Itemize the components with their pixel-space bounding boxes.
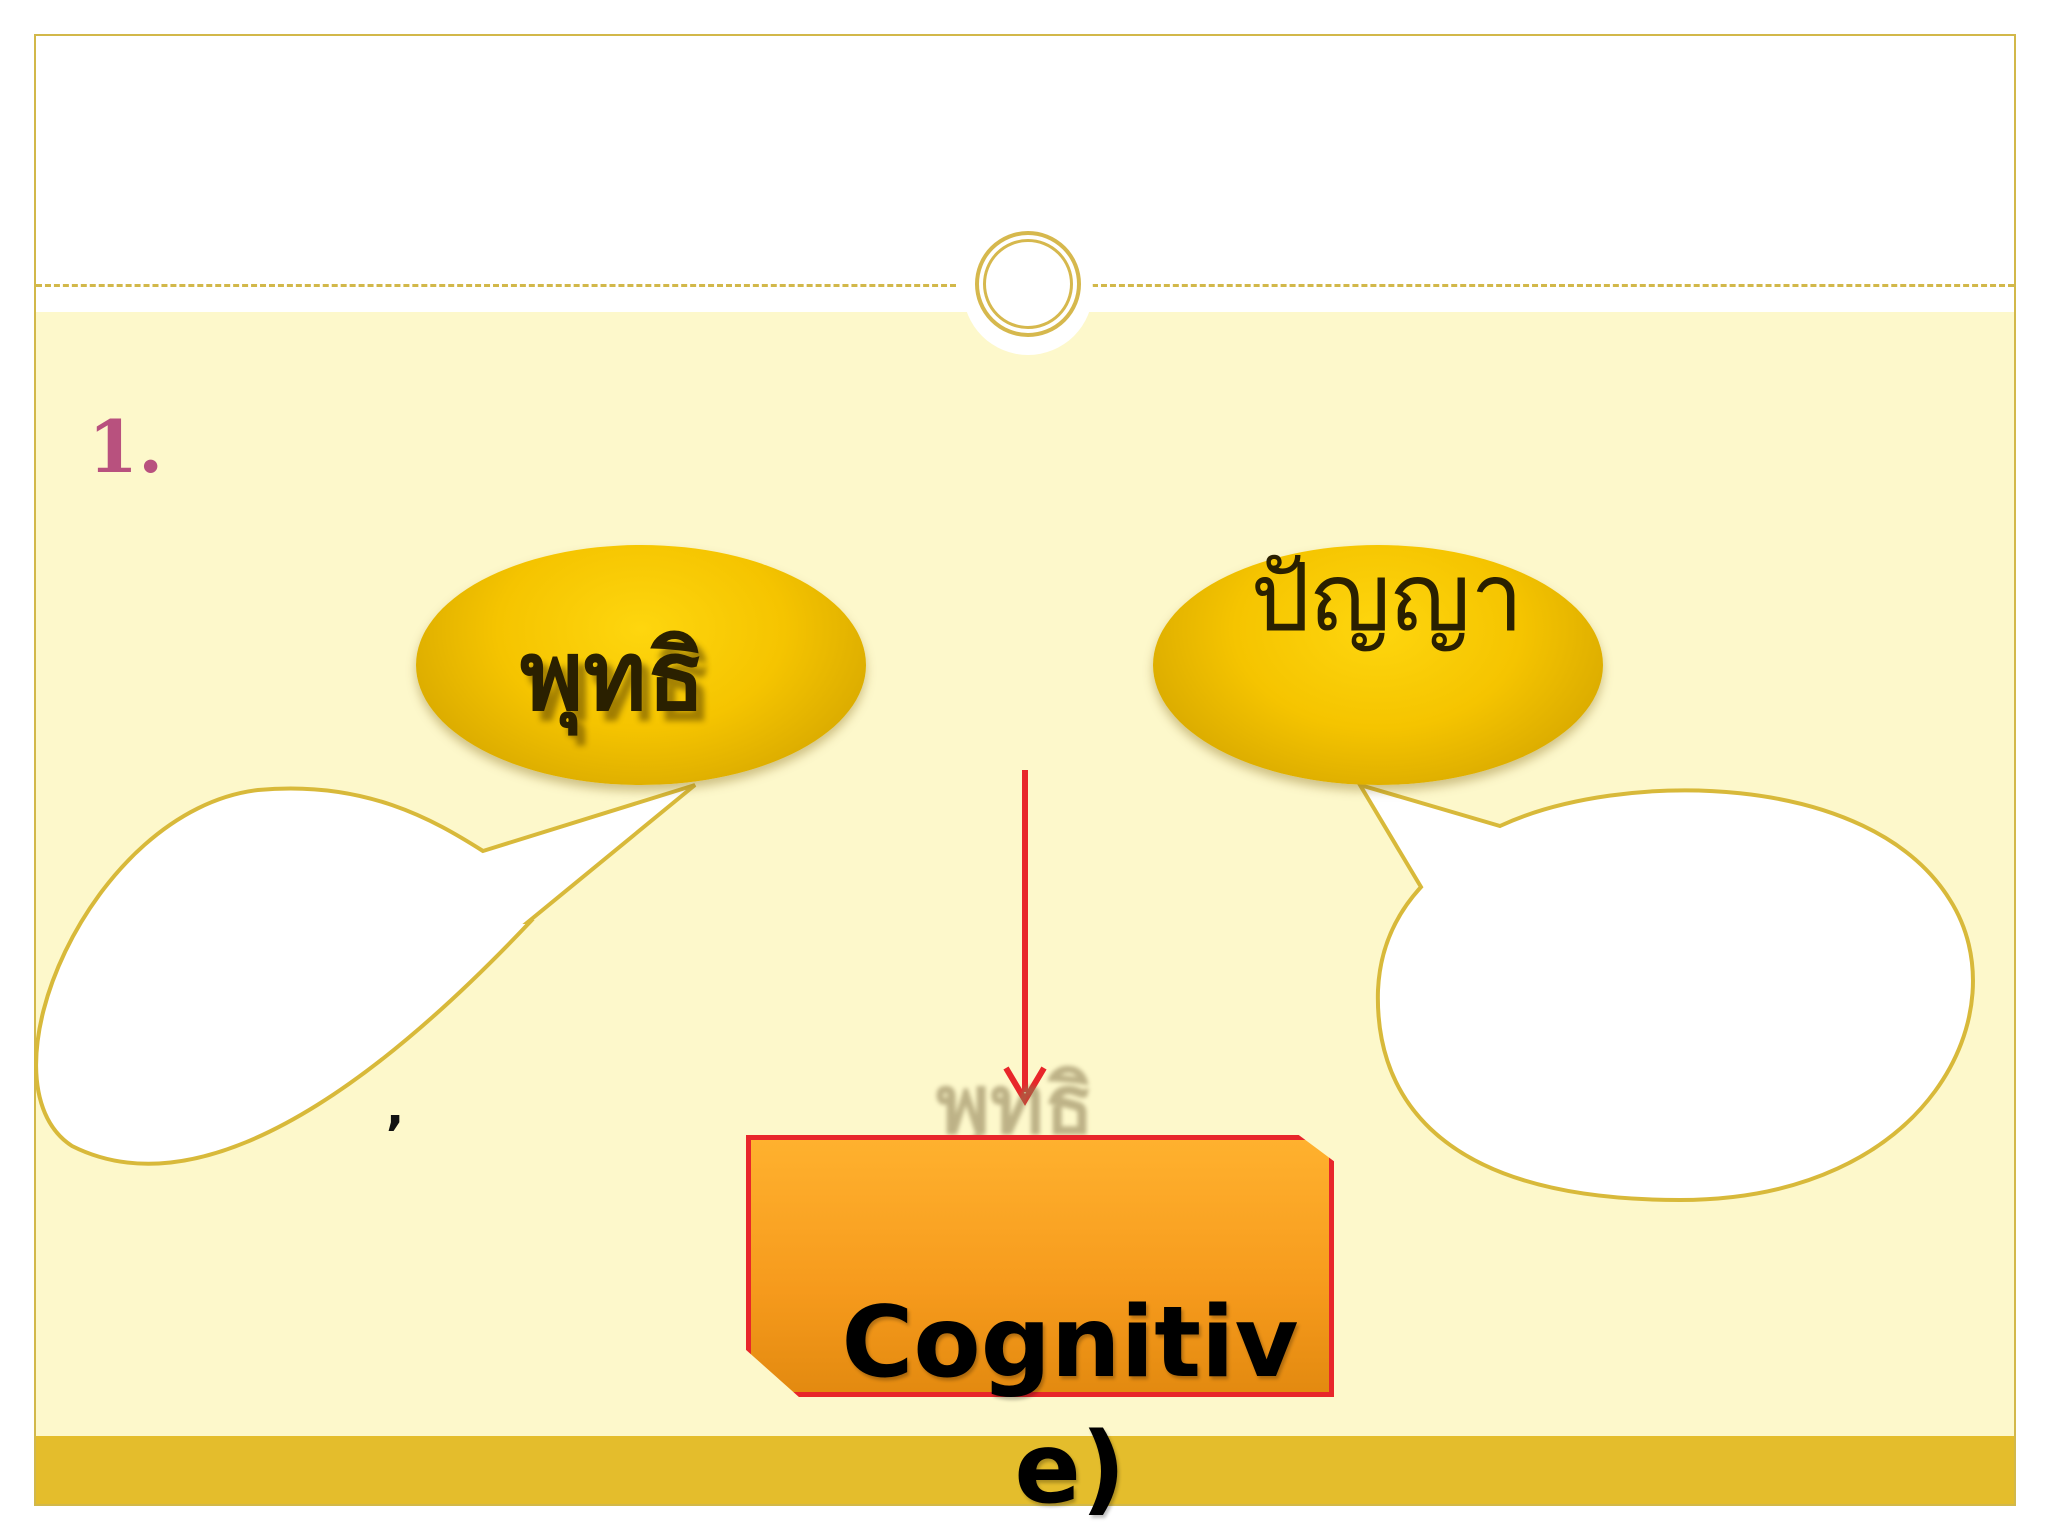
cognitive-box-label: Cognitive) xyxy=(841,1286,1299,1526)
footer-band xyxy=(36,1436,2014,1504)
item-number: 1. xyxy=(88,404,164,489)
right-callout-bubble xyxy=(1355,781,1975,1203)
header-divider-right xyxy=(1092,284,2014,287)
left-callout-text: , xyxy=(386,1080,405,1136)
buddhi-oval xyxy=(416,545,866,785)
panya-oval-label: ปัญญา xyxy=(1250,544,1524,653)
flow-arrow-head xyxy=(1003,1066,1047,1106)
header-divider-left xyxy=(36,284,956,287)
left-callout-bubble xyxy=(34,783,697,1166)
divider-ornament-ring-inner xyxy=(983,239,1073,329)
buddhi-oval-label: พุทธิ xyxy=(520,620,706,732)
panya-oval xyxy=(1153,545,1603,785)
cognitive-box xyxy=(746,1135,1334,1397)
